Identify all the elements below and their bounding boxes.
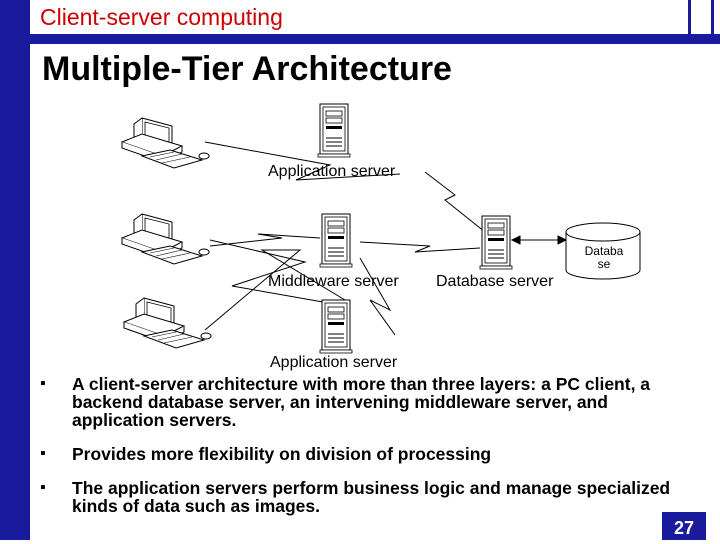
bullet-text: Provides more flexibility on division of… [72,444,492,464]
link-middleware-app-bottom [359,257,396,336]
database-label-line2: se [597,257,611,271]
app-server-top-icon [317,103,351,158]
bullet-icon: ▪ [40,445,46,462]
bullet-icon: ▪ [40,479,46,496]
architecture-diagram [121,103,641,354]
bullet-list: ▪ A client-server architecture with more… [40,375,680,531]
client-pc-icon [121,117,210,169]
network-links [204,141,568,336]
link-middleware-db [359,241,481,253]
bullet-icon: ▪ [40,375,46,392]
bullet-text: A client-server architecture with more t… [72,374,651,430]
database-label-line1: Databa [584,244,624,258]
page-number-badge: 27 [662,512,706,540]
link-client3-middleware [204,249,346,331]
database-server-label: Database server [436,273,554,290]
arrow-right-icon [557,235,568,245]
section-title: Client-server computing [40,4,283,30]
app-server-bottom-label: Application server [270,354,398,371]
bullet-item: ▪ A client-server architecture with more… [40,375,680,429]
bullet-text: The application servers perform business… [72,478,671,516]
database-server-icon [479,215,513,270]
page-title: Multiple-Tier Architecture [42,50,452,88]
app-server-bottom-icon [319,299,353,354]
link-client2-middleware [209,233,321,247]
database-cylinder-icon [565,222,641,280]
left-accent-bar [0,0,30,540]
bullet-item: ▪ The application servers perform busine… [40,479,680,515]
arrow-left-icon [510,235,521,245]
middleware-server-label: Middleware server [268,273,399,290]
link-client1-appserver [204,141,401,181]
database-label: Databa se [574,245,634,271]
client-pc-icon [123,297,212,349]
middleware-server-icon [319,213,353,268]
header-band [30,34,720,44]
link-app-db [424,171,486,233]
corner-decoration [688,0,714,42]
link-client2-app-bottom [209,239,341,306]
client-pc-icon [121,213,210,265]
app-server-top-label: Application server [268,163,396,180]
bullet-item: ▪ Provides more flexibility on division … [40,445,680,463]
